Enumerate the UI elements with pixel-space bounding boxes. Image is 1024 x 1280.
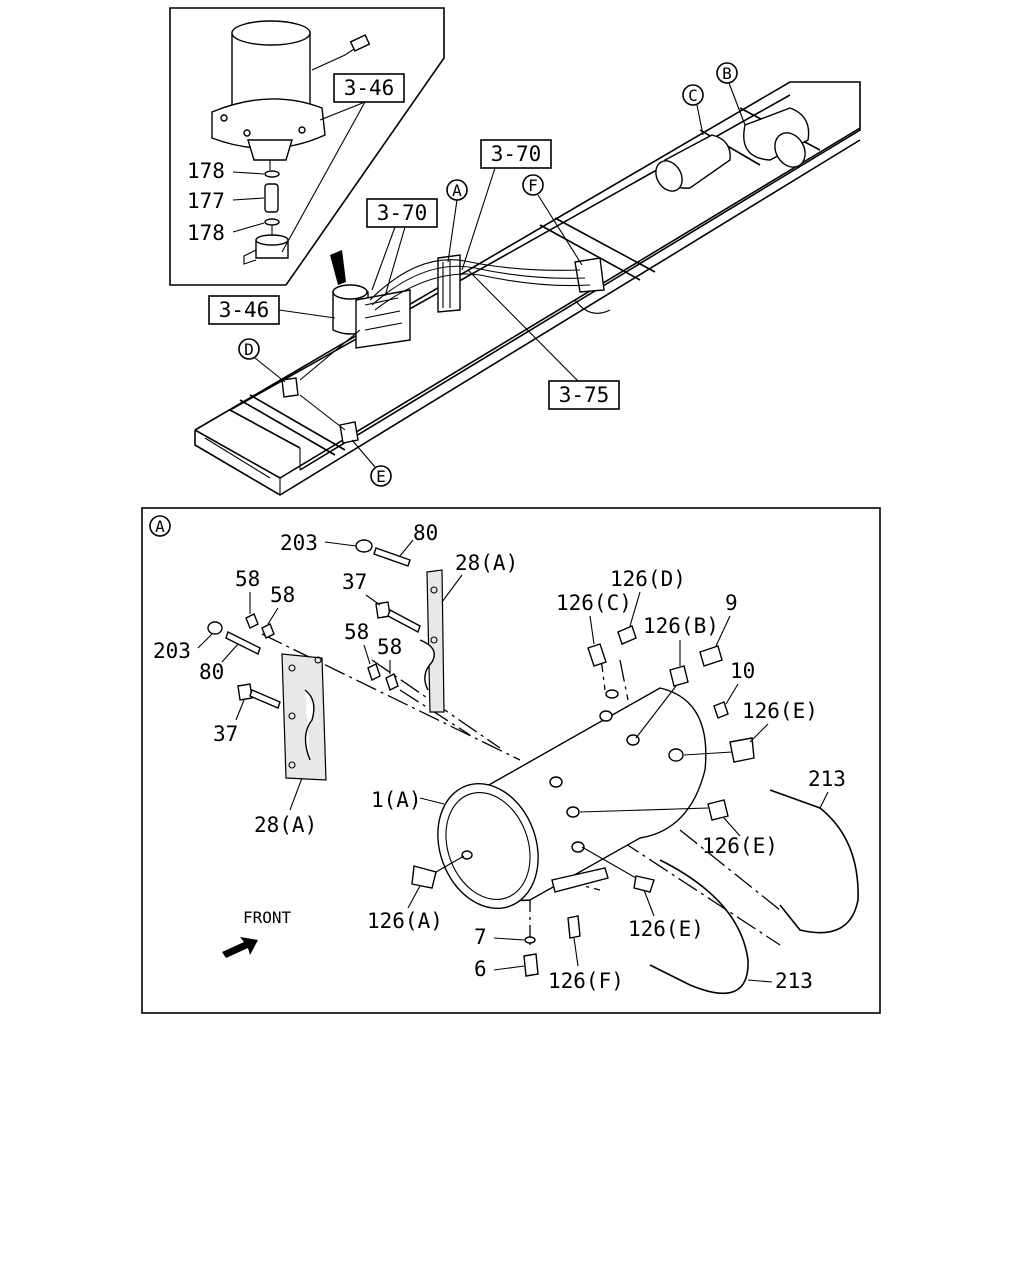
bracket-right <box>419 569 445 713</box>
front-label: FRONT <box>243 908 292 927</box>
chassis-view: 3-46 3-46 3-70 3-70 3-75 178 177 <box>169 7 861 496</box>
label-9: 9 <box>725 591 738 615</box>
marker-f: F <box>522 174 583 266</box>
ref-3-46-inset: 3-46 <box>281 73 405 253</box>
label-28a-top: 28(A) <box>455 551 518 575</box>
label-1a: 1(A) <box>371 788 422 812</box>
label-80-left: 80 <box>199 660 224 684</box>
marker-d: D <box>238 338 286 383</box>
svg-text:F: F <box>528 176 538 195</box>
svg-text:A: A <box>452 181 462 200</box>
marker-a: A <box>446 179 468 263</box>
label-37-top: 37 <box>342 570 367 594</box>
label-126a: 126(A) <box>367 909 443 933</box>
hoses <box>649 789 859 995</box>
front-indicator: FRONT <box>222 908 292 958</box>
label-126f: 126(F) <box>548 969 624 993</box>
ref-3-70-right: 3-70 <box>461 139 552 271</box>
marker-c: C <box>682 84 704 136</box>
marker-e: E <box>351 439 392 487</box>
marker-b: B <box>716 62 746 126</box>
ref-3-75: 3-75 <box>467 269 620 410</box>
label-126b: 126(B) <box>643 614 719 638</box>
svg-text:C: C <box>688 86 698 105</box>
detail-a-marker: A <box>149 515 171 537</box>
air-tank <box>437 687 707 910</box>
part-178-bottom: 178 <box>187 221 225 245</box>
ref-3-46-inset-label: 3-46 <box>344 76 395 100</box>
label-28a-bottom: 28(A) <box>254 813 317 837</box>
dryer-inset <box>169 7 445 286</box>
ref-3-46-label: 3-46 <box>219 298 270 322</box>
fasteners <box>207 539 421 709</box>
label-126c: 126(C) <box>556 591 632 615</box>
fittings <box>411 625 755 977</box>
ref-3-70-left: 3-70 <box>366 198 438 297</box>
label-58-top-a: 58 <box>344 620 369 644</box>
ref-3-70-right-label: 3-70 <box>491 142 542 166</box>
label-213-top: 213 <box>808 767 846 791</box>
dryer-on-frame <box>281 250 611 444</box>
label-10: 10 <box>730 659 755 683</box>
label-7: 7 <box>474 925 487 949</box>
part-177: 177 <box>187 189 225 213</box>
label-203-left: 203 <box>153 639 191 663</box>
label-213-bottom: 213 <box>775 969 813 993</box>
detail-a-frame <box>141 507 881 1014</box>
svg-text:A: A <box>155 517 165 536</box>
bracket-left <box>281 653 327 781</box>
svg-text:D: D <box>244 340 254 359</box>
svg-text:E: E <box>376 467 386 486</box>
label-58-top-b: 58 <box>377 635 402 659</box>
part-178-top: 178 <box>187 159 225 183</box>
ref-3-75-label: 3-75 <box>559 383 610 407</box>
label-126d: 126(D) <box>610 567 686 591</box>
ref-3-46: 3-46 <box>208 295 336 325</box>
label-203-top: 203 <box>280 531 318 555</box>
detail-a-view: A <box>141 507 881 1014</box>
label-80-top: 80 <box>413 521 438 545</box>
front-arrow-icon <box>222 937 258 958</box>
ref-3-70-left-label: 3-70 <box>377 201 428 225</box>
svg-text:B: B <box>722 64 732 83</box>
air-tanks <box>655 107 810 192</box>
label-58-left-a: 58 <box>235 567 260 591</box>
label-126e-right: 126(E) <box>742 699 818 723</box>
label-37-left: 37 <box>213 722 238 746</box>
label-126e-mid: 126(E) <box>702 834 778 858</box>
label-58-left-b: 58 <box>270 583 295 607</box>
label-126e-low: 126(E) <box>628 917 704 941</box>
label-6: 6 <box>474 957 487 981</box>
